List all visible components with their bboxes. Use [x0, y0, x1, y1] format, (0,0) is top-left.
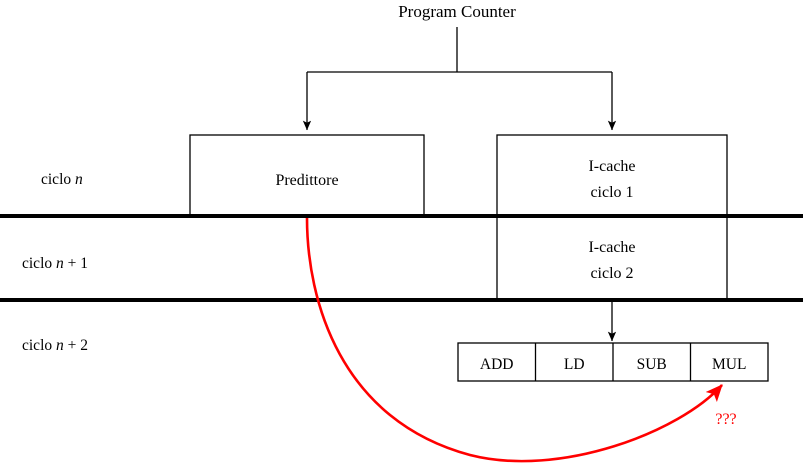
instruction-cell-mul: MUL	[712, 356, 746, 373]
instruction-cell-add: ADD	[480, 356, 514, 373]
predittore-label: Predittore	[275, 172, 338, 189]
instruction-buffer: ADD LD SUB MUL	[457, 342, 769, 382]
page-title: Program Counter	[398, 2, 516, 21]
annotation-question-marks: ???	[715, 411, 736, 428]
instruction-cell-ld: LD	[564, 356, 585, 373]
cycle-label-n1-suffix: + 1	[64, 255, 88, 272]
icache-1-label-line1: I-cache	[588, 158, 635, 175]
icache-1-label-line2: ciclo 1	[590, 184, 633, 201]
pc-fork-connector	[302, 27, 617, 131]
instruction-cell-sub: SUB	[637, 356, 667, 373]
cycle-label-n2-text: ciclo	[22, 337, 56, 354]
icache-2-label-line2: ciclo 2	[590, 265, 633, 282]
cycle-label-n1-text: ciclo	[22, 255, 56, 272]
cycle-label-n-plus-2: ciclo n + 2	[22, 337, 88, 354]
cycle-label-n2-var: n	[56, 337, 64, 354]
icache-2-label-line1: I-cache	[588, 239, 635, 256]
cycle-label-n-text: ciclo	[41, 171, 75, 188]
cycle-label-n: ciclo n	[41, 171, 83, 188]
cycle-label-n-var: n	[75, 171, 83, 188]
block-predittore: Predittore	[189, 134, 425, 217]
curved-arrow-icon-misprediction	[305, 217, 723, 463]
cycle-label-n1-var: n	[56, 255, 64, 272]
cycle-label-n2-suffix: + 2	[64, 337, 88, 354]
cycle-label-n-plus-1: ciclo n + 1	[22, 255, 88, 272]
